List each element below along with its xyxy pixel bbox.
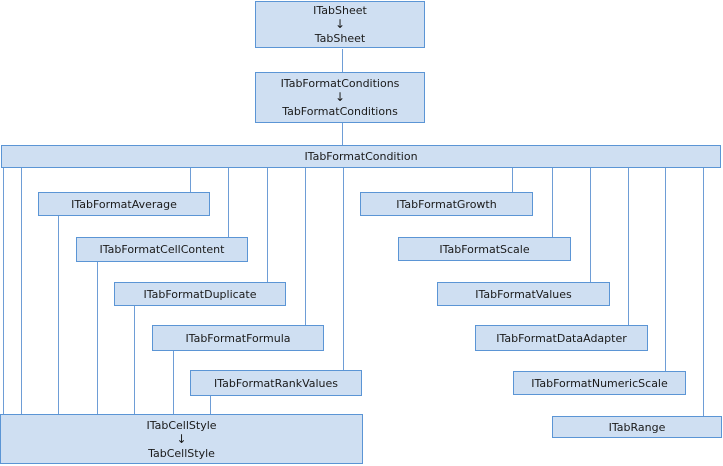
node-label: ITabFormatDuplicate — [143, 287, 257, 301]
node-label: ITabFormatAverage — [71, 197, 177, 211]
node-itabsheet: ITabSheet ↓ TabSheet — [255, 1, 425, 48]
node-itabformatcondition: ITabFormatCondition — [1, 145, 721, 168]
node-itabformatdataadapter: ITabFormatDataAdapter — [475, 325, 648, 351]
node-label: ITabFormatFormula — [185, 331, 291, 345]
connector-line — [21, 168, 22, 415]
connector-line — [703, 168, 704, 417]
connector-line — [665, 168, 666, 372]
connector-line — [267, 168, 268, 283]
node-itabformatconditions: ITabFormatConditions ↓ TabFormatConditio… — [255, 72, 425, 123]
connector-line — [173, 351, 174, 415]
connector-line — [134, 306, 135, 415]
interface-label: ITabFormatConditions — [280, 77, 400, 90]
class-label: TabSheet — [314, 32, 366, 45]
node-itabformatnumericscale: ITabFormatNumericScale — [513, 371, 686, 395]
connector-line — [552, 168, 553, 238]
node-label: ITabFormatScale — [439, 242, 530, 256]
node-label: ITabFormatCellContent — [99, 243, 225, 256]
connector-line — [628, 168, 629, 326]
node-itabcellstyle: ITabCellStyle ↓ TabCellStyle — [0, 414, 363, 464]
node-label: ITabRange — [608, 420, 666, 434]
connector-line — [342, 49, 343, 73]
connector-line — [58, 216, 59, 415]
interface-label: ITabSheet — [313, 4, 367, 17]
node-itabformatscale: ITabFormatScale — [398, 237, 571, 261]
node-itabformatrankvalues: ITabFormatRankValues — [190, 370, 362, 396]
down-arrow-icon: ↓ — [176, 431, 187, 446]
down-arrow-icon: ↓ — [334, 17, 346, 31]
node-label: ITabFormatCondition — [304, 150, 418, 163]
node-itabformatduplicate: ITabFormatDuplicate — [114, 282, 286, 306]
node-label: ITabFormatNumericScale — [531, 376, 668, 390]
connector-line — [305, 168, 306, 326]
node-itabformatvalues: ITabFormatValues — [437, 282, 610, 306]
down-arrow-icon: ↓ — [334, 90, 346, 104]
node-itabformatcellcontent: ITabFormatCellContent — [76, 237, 248, 262]
node-itabrange: ITabRange — [552, 416, 722, 438]
connector-line — [3, 168, 4, 415]
node-label: ITabFormatValues — [475, 287, 572, 301]
connector-line — [343, 168, 344, 371]
connector-line — [210, 396, 211, 415]
node-label: ITabFormatGrowth — [396, 197, 497, 211]
class-label: TabFormatConditions — [282, 105, 398, 118]
connector-line — [228, 168, 229, 238]
connector-line — [97, 262, 98, 415]
node-itabformatgrowth: ITabFormatGrowth — [360, 192, 533, 216]
node-itabformataverage: ITabFormatAverage — [38, 192, 210, 216]
connector-line — [190, 168, 191, 193]
node-label: ITabFormatDataAdapter — [496, 331, 627, 345]
connector-line — [590, 168, 591, 283]
interface-label: ITabCellStyle — [146, 418, 217, 432]
node-itabformatformula: ITabFormatFormula — [152, 325, 324, 351]
node-label: ITabFormatRankValues — [213, 376, 339, 390]
connector-line — [342, 123, 343, 146]
class-label: TabCellStyle — [148, 446, 215, 460]
connector-line — [512, 168, 513, 193]
